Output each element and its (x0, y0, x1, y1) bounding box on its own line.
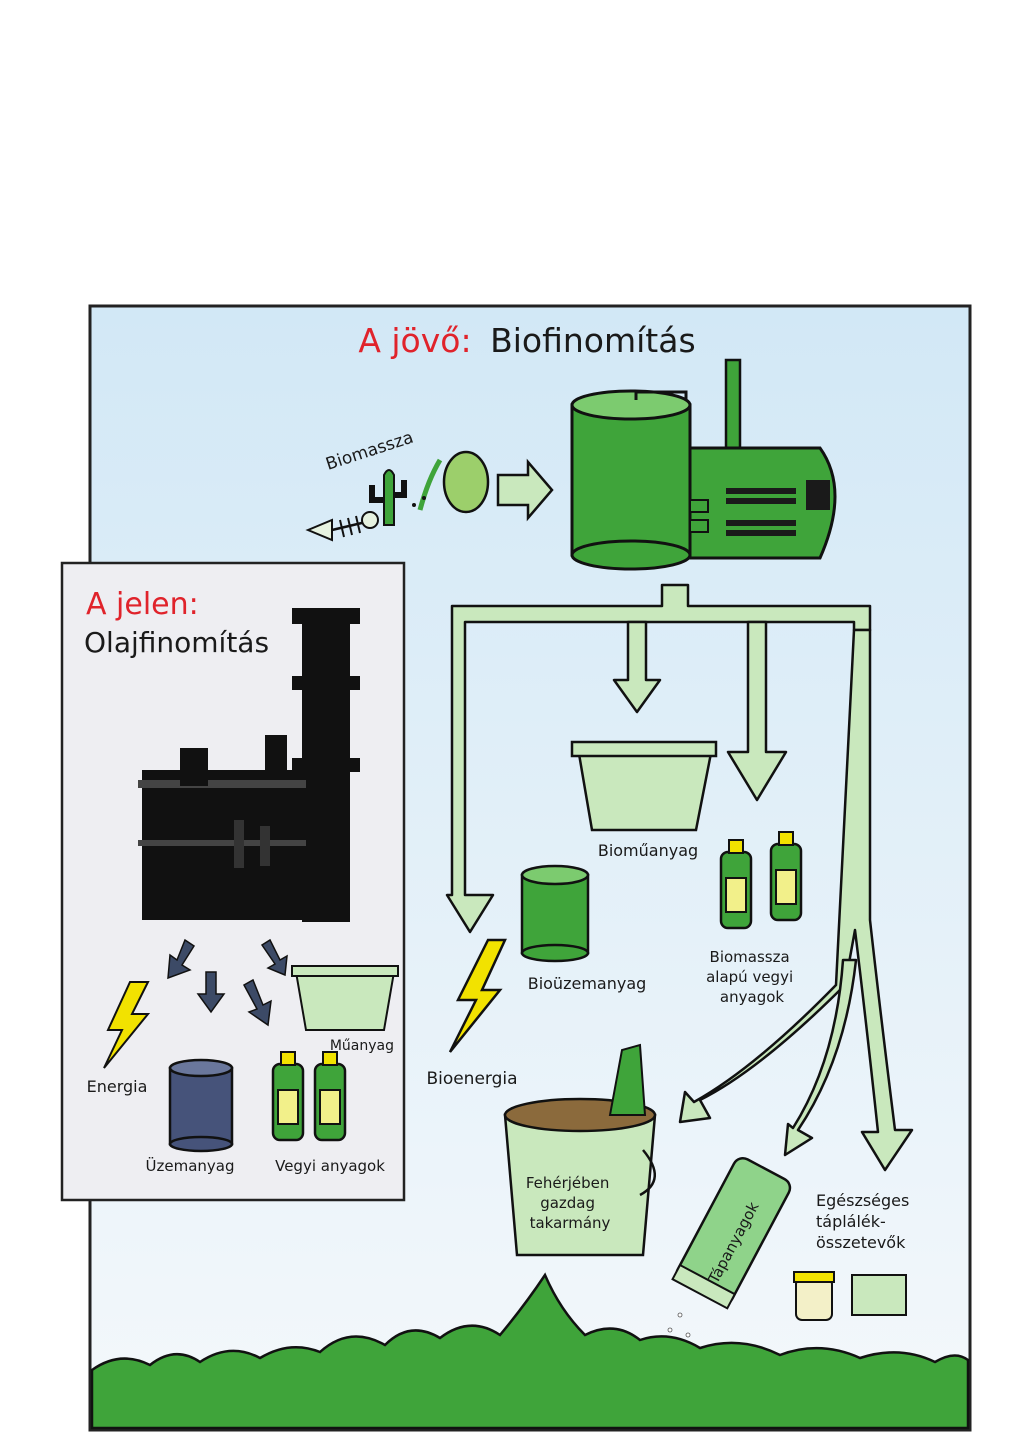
chemical-bottle (271, 1050, 305, 1142)
bio-chemical-bottle (769, 830, 803, 922)
energy-label: Energia (87, 1077, 148, 1096)
food-box-icon (851, 1274, 907, 1316)
biofuel-label: Bioüzemanyag (528, 974, 647, 993)
bioplastic-label: Bioműanyag (598, 841, 698, 860)
bio-chemical-bottle (719, 838, 753, 930)
fuel-barrel (168, 1058, 234, 1153)
input-arrow (496, 458, 554, 522)
plastic-label: Műanyag (330, 1038, 394, 1054)
bioplastic-container (570, 740, 718, 832)
cactus-icon (369, 469, 407, 526)
bio-chemicals-label: Biomassza alapú vegyi anyagok (706, 948, 798, 1006)
fish-bone-icon (305, 511, 379, 542)
bioenergy-label: Bioenergia (426, 1069, 517, 1089)
food-jar-icon (793, 1271, 835, 1321)
forest (90, 1272, 970, 1430)
present-title-main: Olajfinomítás (84, 626, 269, 659)
chemical-bottle (313, 1050, 347, 1142)
chemicals-label: Vegyi anyagok (275, 1157, 385, 1175)
protein-feed-bucket (503, 1043, 657, 1257)
grass-blade-icon (412, 458, 443, 511)
energy-bolt-icon (103, 981, 151, 1069)
bioenergy-bolt-icon (448, 938, 507, 1053)
oil-refinery (138, 608, 360, 922)
nutrients-shaker (671, 1156, 792, 1310)
algae-blob-icon (442, 450, 490, 514)
biorefinery-plant (570, 358, 837, 571)
plastic-container (291, 965, 399, 1031)
future-title: A jövő: Biofinomítás (358, 321, 695, 360)
fuel-label: Üzemanyag (146, 1156, 235, 1175)
present-arrows (167, 938, 288, 1027)
healthy-ingredients-label: Egészséges táplálék- összetevők (816, 1191, 914, 1252)
biofuel-barrel (520, 864, 590, 963)
distribution-arrows (445, 583, 914, 1172)
present-title-prefix: A jelen: (86, 587, 199, 622)
protein-feed-label: Fehérjében gazdag takarmány (526, 1174, 614, 1232)
